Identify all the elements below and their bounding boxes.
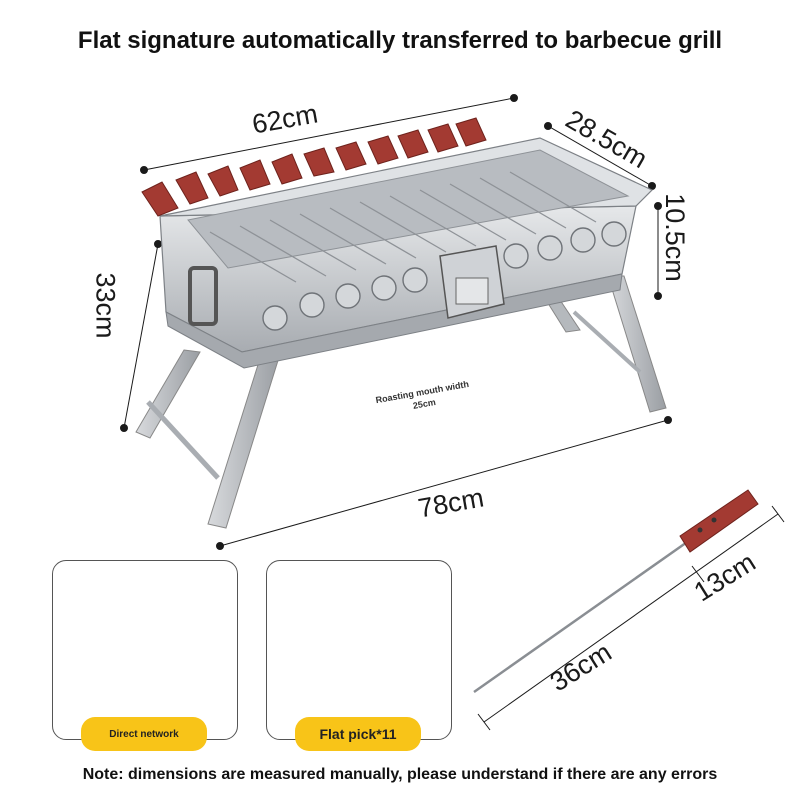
- grill-legs: [135, 275, 667, 529]
- dimension-lines: [120, 94, 785, 731]
- skewer-handles: [141, 117, 487, 217]
- dim-box-height: 10.5cm: [659, 193, 690, 282]
- measurement-note: Note: dimensions are measured manually, …: [82, 766, 718, 783]
- accessory-label-flat-pick: Flat pick*11: [295, 717, 421, 751]
- gear-wheel-icons: [262, 221, 627, 331]
- accessory-label-direct-network: Direct network: [81, 717, 207, 751]
- side-handle-icon: [188, 266, 218, 326]
- dim-leg-height: 33cm: [90, 272, 121, 339]
- large-skewer-illustration: [473, 489, 759, 694]
- grill-grate: [209, 171, 597, 283]
- accessory-card-direct-network: Direct network: [52, 560, 238, 751]
- product-title: Flat signature automatically transferred…: [77, 27, 723, 54]
- grill-box: [159, 137, 654, 369]
- accessory-card-flat-pick: Flat pick*11: [266, 560, 452, 751]
